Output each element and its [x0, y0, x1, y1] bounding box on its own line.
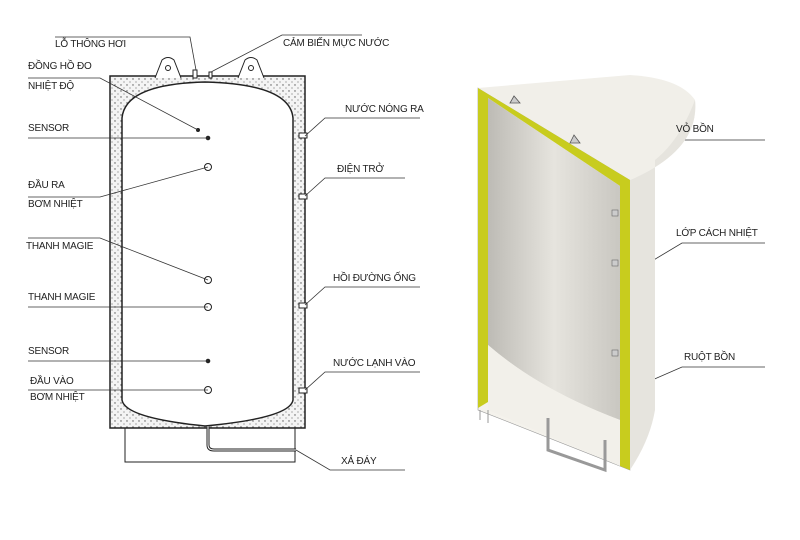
label-thermometer-2: NHIỆT ĐỘ	[28, 81, 74, 92]
label-cold-in: NƯỚC LẠNH VÀO	[333, 358, 416, 369]
label-hp-in: ĐẦU VÀO	[30, 376, 74, 387]
label-vent: LỖ THÔNG HƠI	[55, 39, 126, 50]
tank-cutaway-3d	[477, 75, 696, 473]
label-shell: VỎ BỒN	[676, 124, 714, 135]
label-heater: ĐIỆN TRỞ	[337, 164, 384, 175]
label-magnesium-1: THANH MAGIE	[26, 241, 94, 252]
label-return: HỒI ĐƯỜNG ỐNG	[333, 273, 416, 284]
tank-section-drawing	[109, 57, 308, 463]
label-hp-out: ĐẦU RA	[28, 180, 65, 191]
label-thermometer: ĐỒNG HỒ ĐO	[28, 61, 92, 72]
label-insulation: LỚP CÁCH NHIỆT	[676, 228, 758, 239]
label-magnesium-2: THANH MAGIE	[28, 292, 96, 303]
label-hp-out-2: BƠM NHIỆT	[28, 199, 83, 210]
label-sensor-bottom: SENSOR	[28, 346, 70, 357]
label-hp-in-2: BƠM NHIỆT	[30, 392, 85, 403]
label-inner-tank: RUỘT BỒN	[684, 352, 735, 363]
label-drain: XẢ ĐÁY	[341, 456, 377, 467]
label-sensor-top: SENSOR	[28, 123, 70, 134]
label-hot-out: NƯỚC NÓNG RA	[345, 104, 424, 115]
label-level-sensor: CẢM BIẾN MỰC NƯỚC	[283, 38, 390, 49]
